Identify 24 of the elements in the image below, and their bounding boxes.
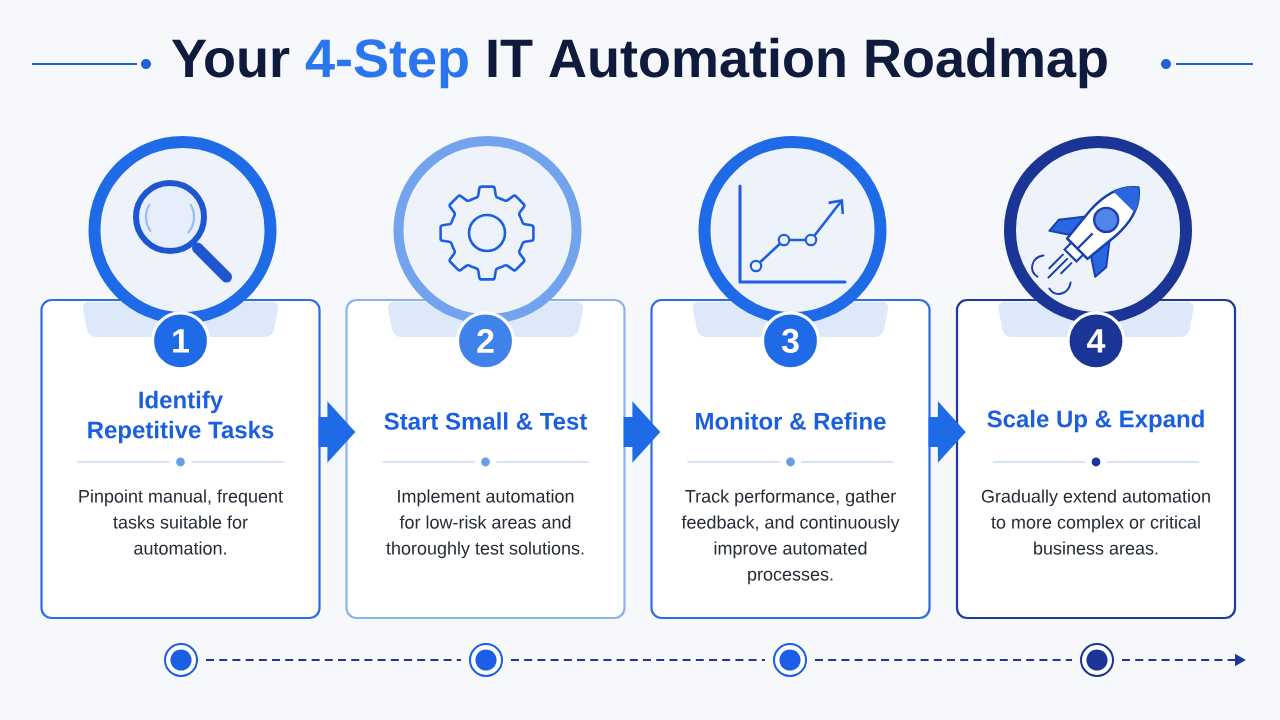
dashed-line bbox=[814, 659, 1073, 661]
card-text: Track performance, gather feedback, and continuously improve automated processes. bbox=[681, 489, 900, 585]
card-text: Pinpoint manual, frequent tasks suitable for automation. bbox=[79, 489, 283, 555]
card-heading: Start Small & Test bbox=[384, 412, 587, 430]
timeline-dot bbox=[1080, 643, 1114, 677]
timeline-dot bbox=[164, 643, 198, 677]
dashed-line bbox=[510, 659, 766, 661]
number-badge: 1 bbox=[150, 311, 211, 371]
timeline-dot bbox=[469, 643, 503, 677]
step-card bbox=[650, 298, 931, 620]
number-badge: 2 bbox=[455, 311, 516, 371]
number-badge: 3 bbox=[760, 311, 821, 371]
card-text: Gradually extend automation to more complex or critical business areas. bbox=[981, 489, 1210, 555]
step-card bbox=[345, 298, 626, 620]
card-heading: Identify Repetitive Tasks bbox=[88, 390, 274, 444]
step-card bbox=[955, 298, 1237, 620]
card-heading: Monitor & Refine bbox=[696, 412, 886, 430]
number-badge: 4 bbox=[1066, 311, 1126, 371]
card-heading: Scale Up & Expand bbox=[987, 409, 1204, 433]
dashed-line bbox=[205, 659, 462, 661]
title: Your 4-Step IT Automation Roadmap bbox=[171, 37, 1107, 89]
step-card bbox=[40, 298, 321, 620]
card-text: Implement automation for low-risk areas and thoroughly test solutions. bbox=[386, 489, 584, 559]
timeline-dot bbox=[773, 643, 807, 677]
